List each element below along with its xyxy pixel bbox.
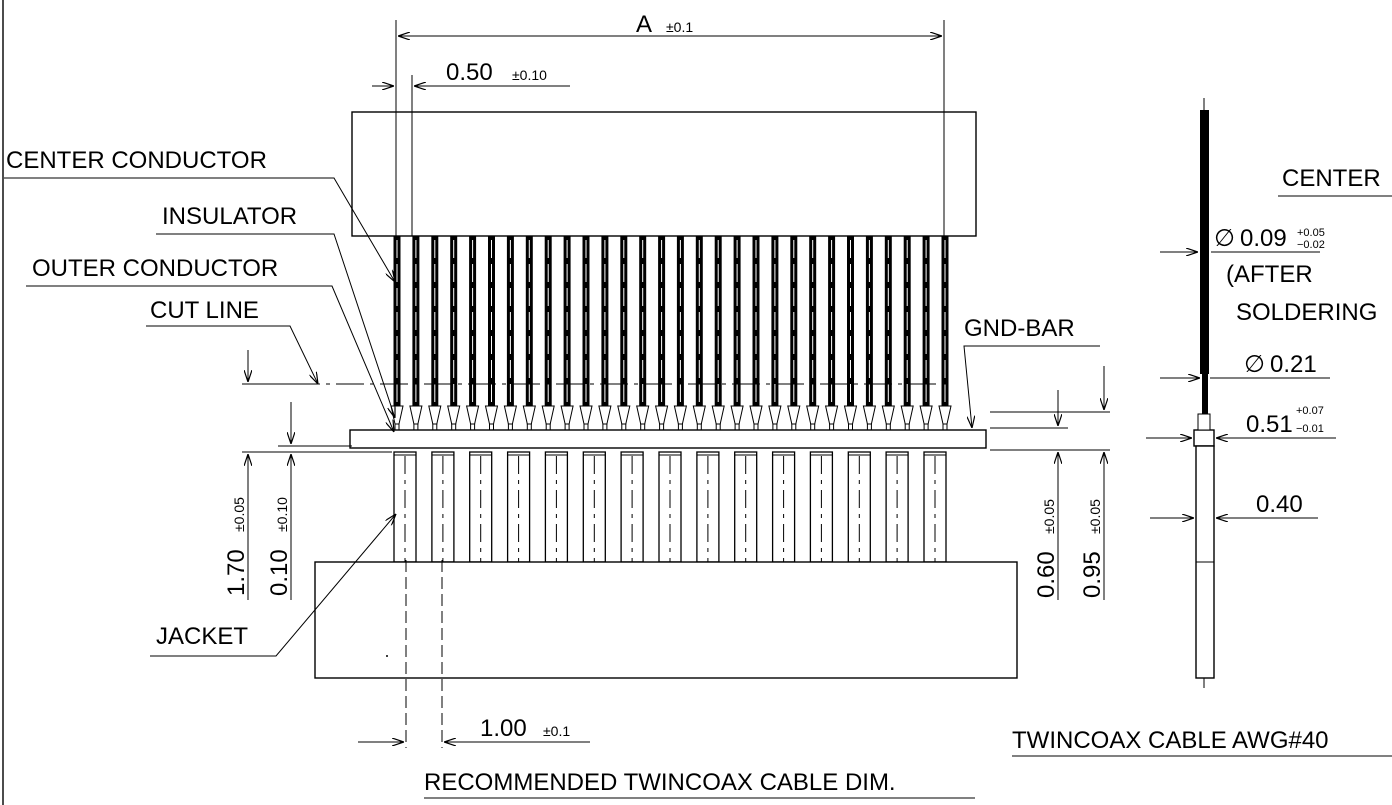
dia-021-symbol: ∅ (1244, 351, 1265, 378)
wire (806, 236, 820, 431)
wire (409, 236, 423, 431)
dia-009-tol-up: +0.05 (1297, 227, 1325, 239)
wire (673, 236, 688, 431)
dim-170-tolerance: ±0.05 (231, 497, 247, 532)
wire (390, 236, 404, 431)
dim-051-value: 0.51 (1246, 411, 1293, 438)
label-outer-conductor: OUTER CONDUCTOR (32, 255, 278, 282)
wire (938, 236, 952, 431)
title-recommended: RECOMMENDED TWINCOAX CABLE DIM. (424, 769, 896, 796)
leader-insulator (156, 233, 395, 418)
wire (919, 236, 933, 431)
leader-gnd-bar (963, 345, 1100, 428)
leader-cut-line (146, 325, 318, 384)
cable-outer-conductor-band (1193, 429, 1215, 447)
wire (862, 236, 877, 431)
dim-010-value: 0.10 (266, 549, 293, 596)
pitch-100-tolerance: ±0.1 (543, 723, 570, 739)
dim-040-value: 0.40 (1256, 491, 1303, 518)
speck (386, 655, 388, 657)
wire (711, 236, 725, 431)
jacket (847, 451, 871, 604)
cable-center-conductor (1200, 110, 1209, 374)
wire (541, 236, 555, 431)
label-cut-line: CUT LINE (150, 297, 259, 324)
jacket (393, 451, 417, 604)
wire (617, 236, 631, 431)
jacket (544, 451, 569, 604)
wire (692, 236, 706, 431)
a-label: A (636, 11, 652, 38)
wire (503, 236, 518, 431)
leader-outer-conductor (26, 285, 394, 432)
dim-170-value: 1.70 (223, 549, 250, 596)
dim-051-tol-up: +0.07 (1296, 405, 1324, 417)
dim-060-tolerance: ±0.05 (1041, 499, 1057, 534)
label-gnd-bar: GND-BAR (964, 315, 1075, 342)
dim-060-value: 0.60 (1033, 551, 1060, 598)
wire (881, 236, 895, 431)
wire (654, 236, 669, 431)
wire (749, 236, 763, 431)
wire (843, 236, 858, 431)
dia-009-value: 0.09 (1240, 225, 1287, 252)
label-center-conductor: CENTER CONDUCTOR (6, 147, 267, 174)
dia-021-value: 0.21 (1270, 351, 1317, 378)
a-tolerance: ±0.1 (666, 19, 693, 35)
pitch-050-tolerance: ±0.10 (512, 67, 547, 83)
dim-051-tol-down: −0.01 (1296, 423, 1324, 435)
label-soldering: SOLDERING (1236, 299, 1377, 326)
dia-009-symbol: ∅ (1214, 225, 1235, 252)
label-after: (AFTER (1226, 261, 1313, 288)
wire (560, 236, 574, 431)
dim-010-tolerance: ±0.10 (274, 497, 290, 532)
dim-095-tolerance: ±0.05 (1087, 499, 1103, 534)
top-housing (351, 111, 977, 237)
pitch-050-value: 0.50 (446, 59, 493, 86)
bottom-housing (314, 561, 1018, 679)
wire (900, 236, 914, 431)
leader-jacket (150, 514, 396, 657)
wire (447, 236, 461, 431)
wire (730, 236, 744, 431)
gnd-bar (349, 429, 987, 449)
cable-insulator (1202, 374, 1208, 414)
wire (579, 236, 593, 431)
wire (522, 236, 536, 431)
label-center-right: CENTER (1282, 165, 1381, 192)
wire (465, 236, 480, 431)
jacket-array (393, 451, 947, 604)
title-twincoax: TWINCOAX CABLE AWG#40 (1012, 727, 1329, 754)
label-insulator: INSULATOR (162, 203, 297, 230)
wire (787, 236, 801, 431)
wire (484, 236, 499, 431)
label-jacket: JACKET (156, 623, 248, 650)
wire (636, 236, 650, 431)
dia-009-tol-down: −0.02 (1297, 239, 1325, 251)
wire (428, 236, 442, 431)
jacket (923, 451, 947, 604)
jacket (469, 451, 493, 604)
wire-array (390, 236, 952, 431)
jacket (582, 451, 606, 604)
wire (768, 236, 782, 431)
jacket (431, 451, 455, 604)
pitch-100-value: 1.00 (480, 715, 527, 742)
leader-center-conductor (4, 177, 395, 282)
dim-095-value: 0.95 (1079, 551, 1106, 598)
cable-outer-neck (1197, 413, 1211, 431)
wire (598, 236, 612, 431)
jacket (506, 451, 531, 604)
wire (824, 236, 839, 431)
